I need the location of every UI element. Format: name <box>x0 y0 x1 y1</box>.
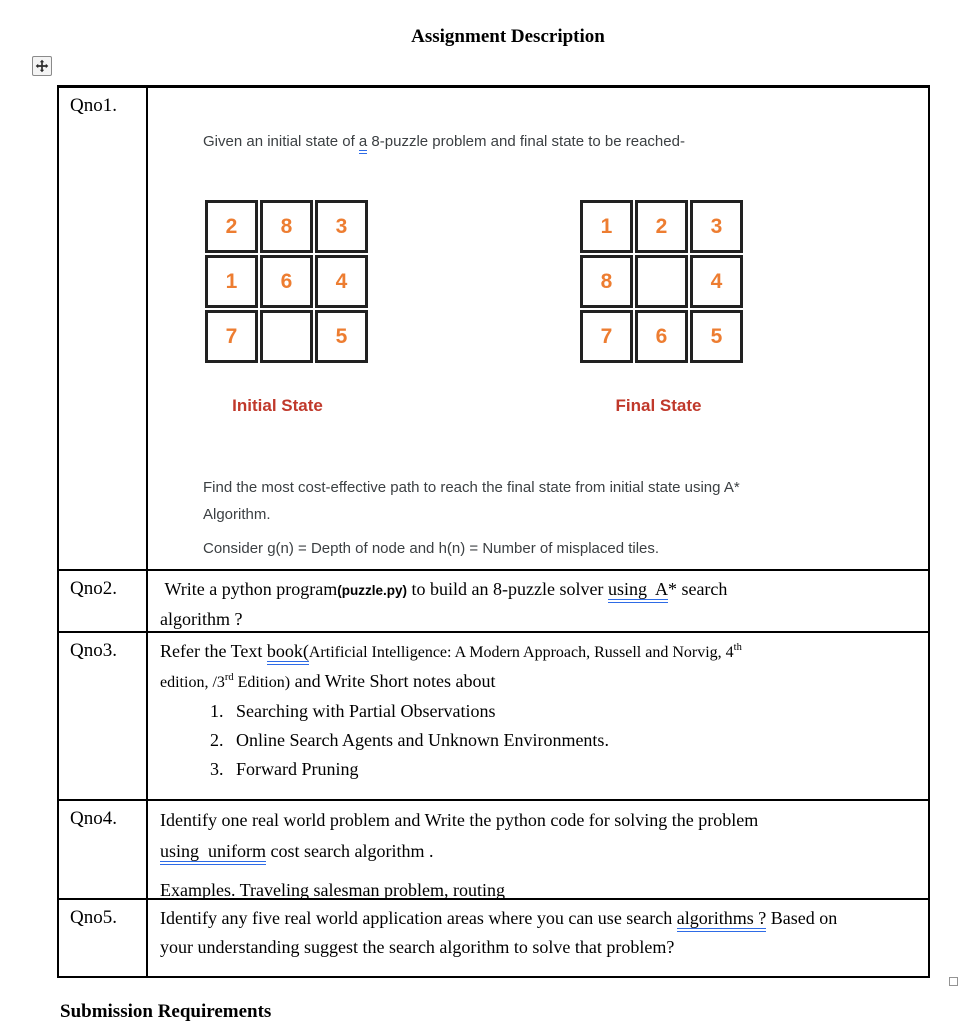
list-item-text: Searching with Partial Observations <box>236 701 496 721</box>
qno1-content-cell: Given an initial state of a 8-puzzle pro… <box>148 88 928 571</box>
table-resize-handle[interactable] <box>949 977 958 986</box>
text-segment: Identify one real world problem and Writ… <box>160 810 759 830</box>
qno2-label: Qno2. <box>70 578 117 599</box>
text-segment: and Write Short notes about <box>290 671 496 691</box>
text-segment: using uniform <box>160 841 266 865</box>
text-segment: Edition) <box>233 674 291 691</box>
list-item-number: 3. <box>210 759 224 779</box>
text-segment: Write a python program <box>160 579 338 599</box>
puzzle-tile: 7 <box>205 310 258 363</box>
next-section-heading-clipped: Submission Requirements <box>60 1001 272 1022</box>
puzzle-tile: 2 <box>205 200 258 253</box>
puzzle-tile: 7 <box>580 310 633 363</box>
puzzle-tile: 1 <box>205 255 258 308</box>
text-segment: rd <box>224 672 234 683</box>
text-segment: Refer the Text <box>160 641 267 661</box>
qno3-label-cell: Qno3. <box>59 633 148 801</box>
qno2-label-cell: Qno2. <box>59 571 148 633</box>
puzzle-tile: 6 <box>260 255 313 308</box>
qno4-paragraph-2: Examples. Traveling salesman problem, ro… <box>160 880 505 900</box>
puzzle-tile: 4 <box>690 255 743 308</box>
qno3-content-cell: Refer the Text book(Artificial Intellige… <box>148 633 928 801</box>
text-segment: th <box>733 642 742 653</box>
text-segment: 8-puzzle problem and final state to be r… <box>367 133 685 150</box>
qno1-label-cell: Qno1. <box>59 88 148 571</box>
page-title: Assignment Description <box>411 26 605 47</box>
text-segment: Identify any five real world application… <box>160 908 677 928</box>
list-item-text: Online Search Agents and Unknown Environ… <box>236 730 609 750</box>
list-item-number: 2. <box>210 730 224 750</box>
qno1-consider-paragraph: Consider g(n) = Depth of node and h(n) =… <box>203 534 659 563</box>
list-item-number: 1. <box>210 701 224 721</box>
puzzle-tile: 3 <box>315 200 368 253</box>
text-segment: book( <box>266 641 309 665</box>
text-segment: Given an initial state of <box>203 133 359 150</box>
assignment-table: Qno1. Given an initial state of a 8-puzz… <box>57 85 930 978</box>
qno4-label-cell: Qno4. <box>59 801 148 900</box>
text-segment: Find the most cost-effective path to rea… <box>203 479 740 496</box>
text-segment: Artificial Intelligence: A Modern Approa… <box>308 644 734 661</box>
initial-state-label: Initial State <box>232 396 323 415</box>
qno4-content-cell: Identify one real world problem and Writ… <box>148 801 928 900</box>
text-segment: to build an 8-puzzle solver <box>406 579 608 599</box>
qno1-label: Qno1. <box>70 95 117 116</box>
puzzle-tile: 4 <box>315 255 368 308</box>
puzzle-tile: 5 <box>690 310 743 363</box>
puzzle-tile: 2 <box>635 200 688 253</box>
list-item: 1. Searching with Partial Observations <box>210 697 928 726</box>
qno2-content-cell: Write a python program(puzzle.py) to bui… <box>148 571 928 633</box>
text-segment: cost search algorithm . <box>266 841 434 861</box>
qno3-notes-list: 1. Searching with Partial Observations 2. O… <box>210 697 928 784</box>
puzzle-tile: 8 <box>260 200 313 253</box>
qno5-label-cell: Qno5. <box>59 900 148 976</box>
puzzle-tile: 3 <box>690 200 743 253</box>
qno3-intro: Refer the Text book(Artificial Intellige… <box>148 633 928 697</box>
text-segment: algorithm ? <box>160 609 243 629</box>
qno3-label: Qno3. <box>70 640 117 661</box>
puzzle-tile: 8 <box>580 255 633 308</box>
puzzle-tile: 5 <box>315 310 368 363</box>
qno5-label: Qno5. <box>70 907 117 928</box>
text-segment: Consider g(n) = Depth of node and h(n) =… <box>203 540 660 557</box>
text-segment: your understanding suggest the search al… <box>160 937 675 957</box>
qno1-find-paragraph: Find the most cost-effective path to rea… <box>203 474 740 528</box>
text-segment: using A <box>607 579 668 603</box>
qno5-text: Identify any five real world application… <box>148 900 928 962</box>
qno1-prompt: Given an initial state of a 8-puzzle pro… <box>203 127 685 156</box>
text-segment: a <box>358 133 368 154</box>
text-segment: * search <box>667 579 728 599</box>
text-segment: Algorithm. <box>203 506 271 523</box>
puzzle-tile-empty <box>635 255 688 308</box>
qno4-label: Qno4. <box>70 808 117 829</box>
qno4-paragraph-1: Identify one real world problem and Writ… <box>148 801 928 867</box>
puzzle-tile: 1 <box>580 200 633 253</box>
list-item-text: Forward Pruning <box>236 759 359 779</box>
text-segment: algorithms ? <box>676 908 767 932</box>
qno2-text: Write a python program(puzzle.py) to bui… <box>148 571 928 631</box>
move-icon <box>35 59 49 73</box>
final-state-label: Final State <box>615 396 702 415</box>
table-move-handle[interactable] <box>32 56 52 76</box>
list-item: 2. Online Search Agents and Unknown Envir… <box>210 726 928 755</box>
text-segment: (puzzle.py) <box>337 583 407 598</box>
qno5-content-cell: Identify any five real world application… <box>148 900 928 976</box>
puzzle-tile: 6 <box>635 310 688 363</box>
list-item: 3. Forward Pruning <box>210 755 928 784</box>
text-segment: edition, /3 <box>160 674 225 691</box>
puzzle-tile-empty <box>260 310 313 363</box>
text-segment: Based on <box>766 908 838 928</box>
